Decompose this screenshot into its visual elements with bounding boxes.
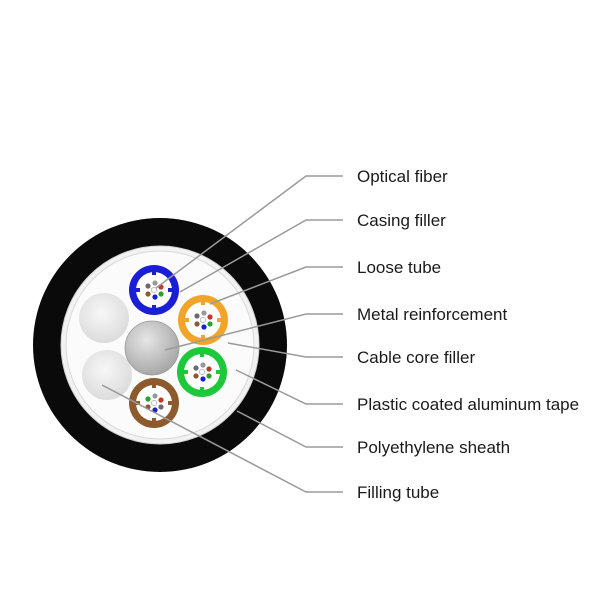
- filling-tube-lower: [82, 350, 132, 400]
- optical-fibers: [193, 362, 212, 382]
- leader-line: [179, 219, 343, 293]
- cable: [33, 218, 287, 472]
- label-filling-tube: Filling tube: [357, 483, 439, 502]
- labels: Optical fiber Casing filler Loose tube M…: [357, 167, 579, 502]
- label-metal-reinforcement: Metal reinforcement: [357, 305, 508, 324]
- label-polyethylene-sheath: Polyethylene sheath: [357, 438, 510, 457]
- filling-tube-upper: [79, 293, 129, 343]
- leader-line: [227, 342, 343, 358]
- leader-lines: [101, 175, 343, 493]
- label-cable-core-filler: Cable core filler: [357, 348, 475, 367]
- label-loose-tube: Loose tube: [357, 258, 441, 277]
- leader-line: [209, 266, 343, 305]
- leader-line: [101, 384, 343, 493]
- label-casing-filler: Casing filler: [357, 211, 446, 230]
- label-plastic-coated-aluminum-tape: Plastic coated aluminum tape: [357, 395, 579, 414]
- leader-line: [235, 369, 343, 405]
- label-optical-fiber: Optical fiber: [357, 167, 448, 186]
- optical-fibers: [194, 310, 213, 330]
- loose-tube-brown: [129, 378, 179, 428]
- metal-reinforcement: [124, 320, 180, 376]
- leader-line: [164, 313, 343, 351]
- leader-line: [155, 175, 343, 289]
- loose-tube-orange: [178, 295, 228, 345]
- loose-tube-blue: [129, 265, 179, 315]
- optical-fibers: [145, 280, 164, 300]
- loose-tube-green: [177, 347, 227, 397]
- leader-line: [236, 410, 343, 448]
